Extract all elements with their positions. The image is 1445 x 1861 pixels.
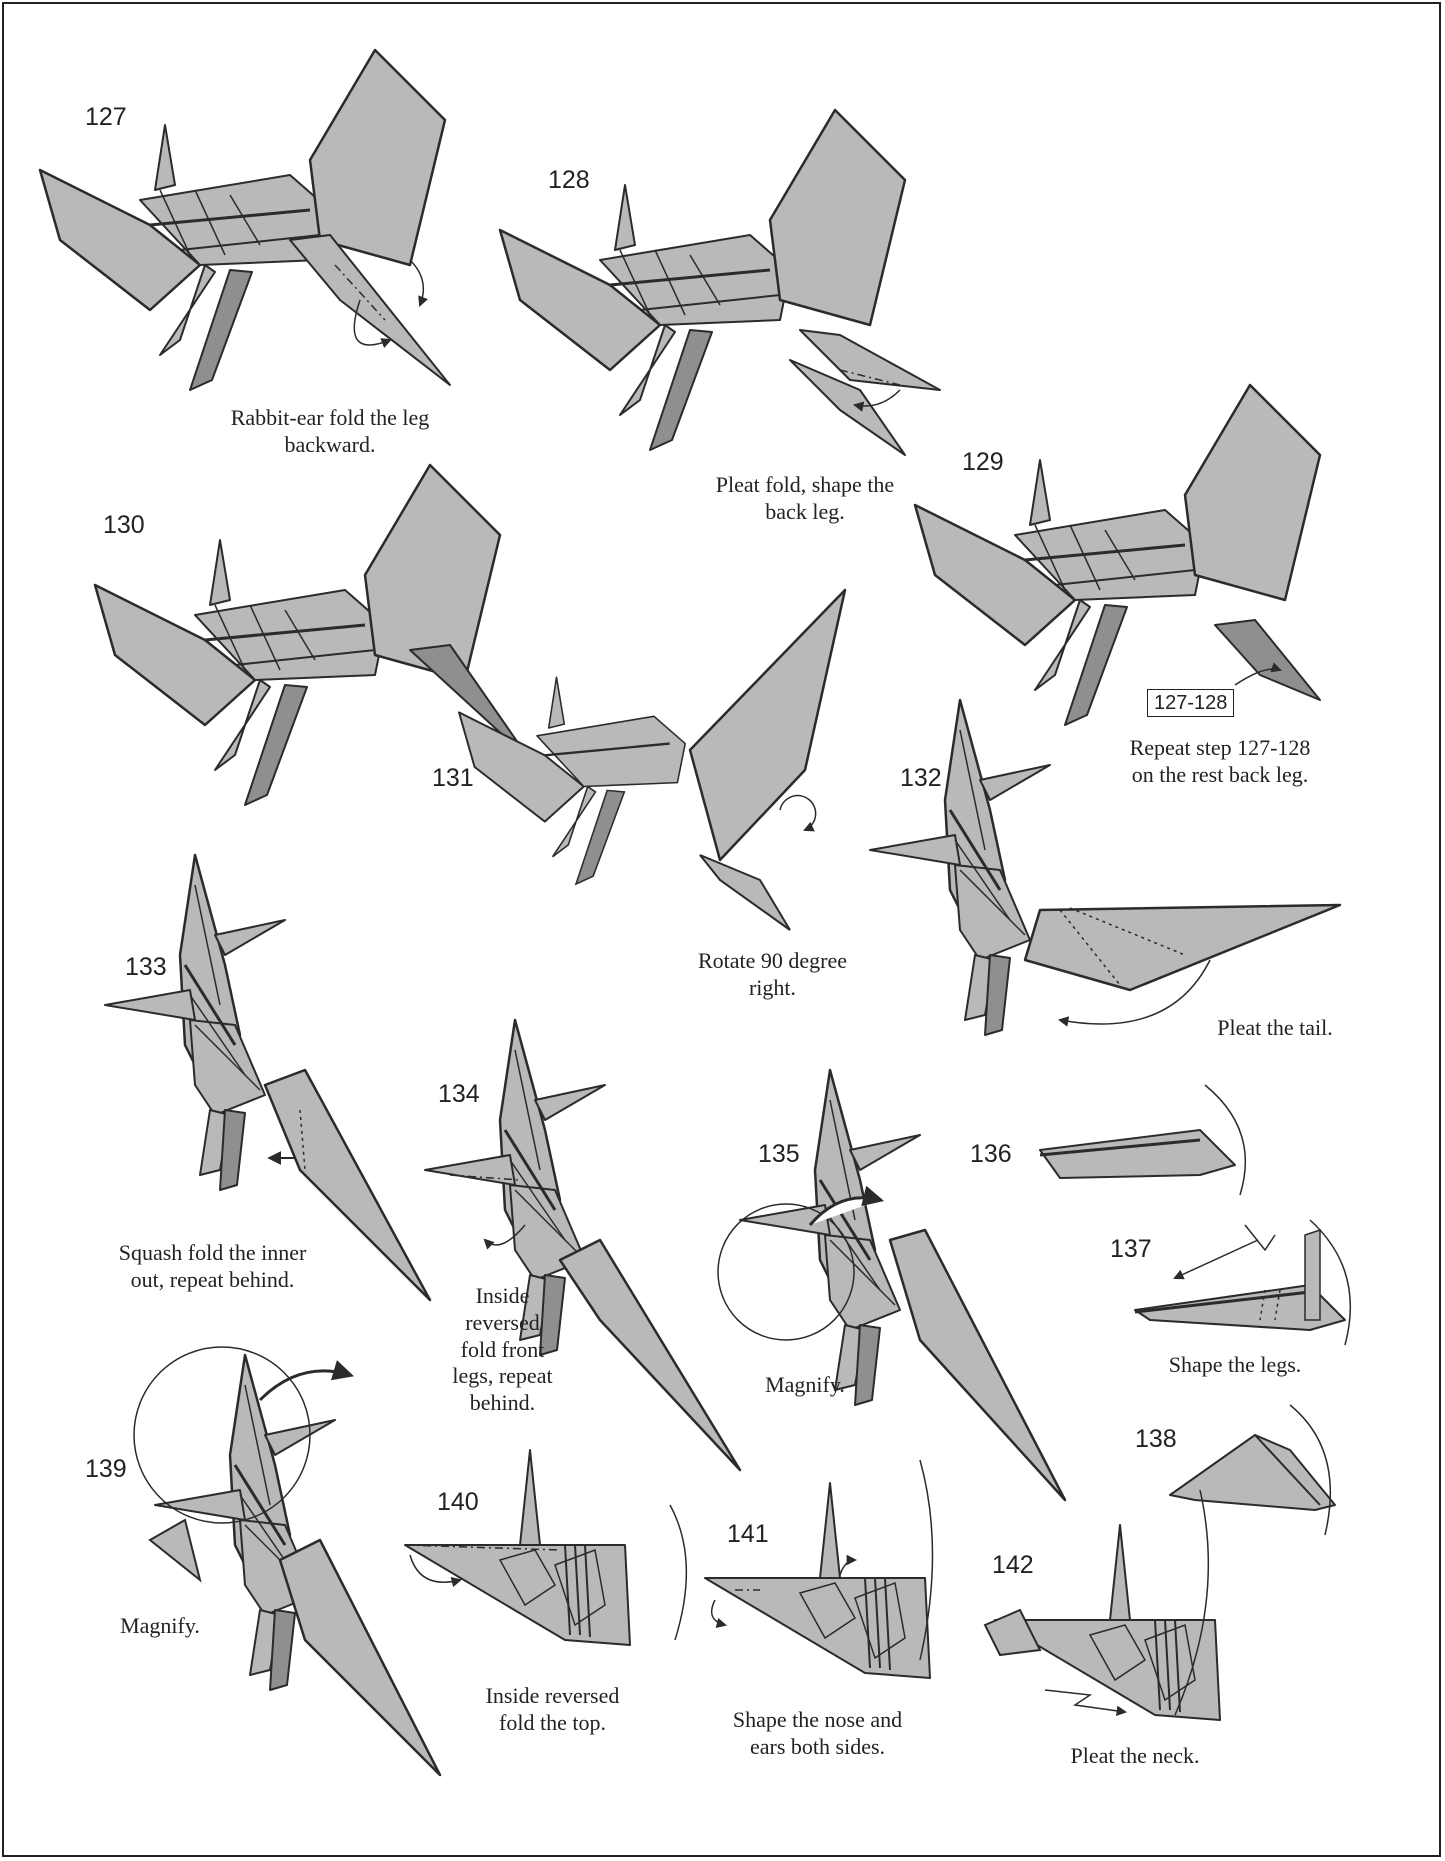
step-number: 131 — [432, 764, 474, 792]
step-134-figure — [423, 1018, 742, 1472]
step-caption: Rabbit-ear fold the leg backward. — [230, 405, 430, 457]
step-number: 140 — [437, 1488, 479, 1516]
step-number: 132 — [900, 764, 942, 792]
step-number: 137 — [1110, 1235, 1152, 1263]
step-caption: Magnify. — [120, 1613, 200, 1638]
step-number: 129 — [962, 448, 1004, 476]
step-128-figure — [498, 108, 941, 456]
step-number: 138 — [1135, 1425, 1177, 1453]
step-number: 135 — [758, 1140, 800, 1168]
step-caption: Pleat the neck. — [1070, 1743, 1200, 1768]
step-135-figure — [717, 1068, 1067, 1502]
step-number: 136 — [970, 1140, 1012, 1168]
step-caption: Shape the legs. — [1168, 1352, 1302, 1377]
step-caption: Pleat the tail. — [1217, 1015, 1333, 1040]
step-142-figure — [983, 1489, 1221, 1721]
step-caption: Pleat fold, shape the back leg. — [715, 472, 895, 524]
step-number: 139 — [85, 1455, 127, 1483]
step-caption: Repeat step 127-128 on the rest back leg… — [1129, 735, 1311, 787]
step-caption: Magnify. — [765, 1372, 845, 1397]
step-caption: Inside reversed fold the top. — [485, 1683, 620, 1735]
step-caption: Shape the nose and ears both sides. — [732, 1707, 903, 1759]
step-reference-box: 127-128 — [1147, 689, 1235, 717]
step-137-figure — [1134, 1219, 1351, 1346]
step-133-figure — [103, 853, 432, 1302]
step-130-figure — [93, 463, 531, 807]
step-number: 133 — [125, 953, 167, 981]
step-136-figure — [1039, 1084, 1276, 1280]
step-number: 130 — [103, 511, 145, 539]
step-132-figure — [868, 698, 1342, 1037]
step-caption: Inside reversed fold front legs, repeat … — [452, 1283, 553, 1416]
step-caption: Squash fold the inner out, repeat behind… — [118, 1240, 307, 1292]
step-140-figure — [404, 1449, 688, 1646]
step-number: 128 — [548, 166, 590, 194]
step-139-figure — [133, 1346, 442, 1777]
step-number: 141 — [727, 1520, 769, 1548]
step-caption: Rotate 90 degree right. — [697, 948, 848, 1000]
step-127-figure — [38, 48, 451, 392]
step-number: 134 — [438, 1080, 480, 1108]
step-131-figure — [458, 588, 847, 931]
step-141-figure — [704, 1459, 934, 1679]
step-129-figure — [913, 383, 1322, 727]
step-number: 142 — [992, 1551, 1034, 1579]
step-138-figure — [1169, 1404, 1336, 1536]
step-number: 127 — [85, 103, 127, 131]
